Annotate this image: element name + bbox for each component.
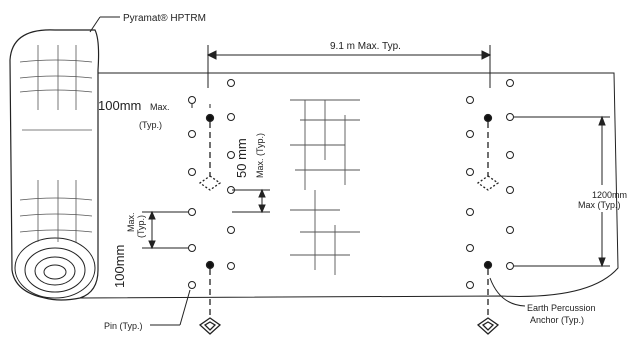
pins-left (188, 79, 235, 289)
pins-right (466, 79, 514, 289)
product-leader (89, 16, 101, 33)
mat-outline (54, 72, 619, 299)
mat-center-grid (290, 99, 360, 275)
top-typ-label: (Typ.) (139, 120, 162, 130)
spacing-label: 9.1 m Max. Typ. (330, 41, 401, 52)
earth-anchor-line2: Anchor (Typ.) (530, 315, 584, 325)
anchor-left (198, 113, 222, 335)
mm50-dimension (232, 188, 270, 214)
mm50-value: 50 mm (234, 138, 249, 178)
top-100mm-value: 100mm (98, 98, 141, 113)
left-100mm-dimension (142, 210, 188, 250)
top-100mm-dimension (191, 104, 211, 108)
right-1200mm-value: 1200mm (592, 190, 627, 200)
right-maxtyp-label: Max (Typ.) (578, 200, 621, 210)
mm50-maxtyp: Max. (Typ.) (255, 133, 265, 178)
anchor-leader (489, 277, 526, 307)
product-label: Pyramat® HPTRM (123, 13, 206, 24)
earth-anchor-line1: Earth Percussion (527, 303, 596, 313)
right-1200mm-dimension (514, 115, 610, 268)
spacing-dimension (206, 45, 492, 88)
top-max-label: Max. (150, 102, 170, 112)
left-100mm-value: 100mm (112, 245, 127, 288)
pin-label: Pin (Typ.) (104, 321, 143, 331)
anchor-right (476, 113, 500, 335)
left-typ-label: (Typ.) (136, 215, 146, 238)
left-max-label: Max. (126, 212, 136, 232)
mat-roll (9, 29, 100, 301)
